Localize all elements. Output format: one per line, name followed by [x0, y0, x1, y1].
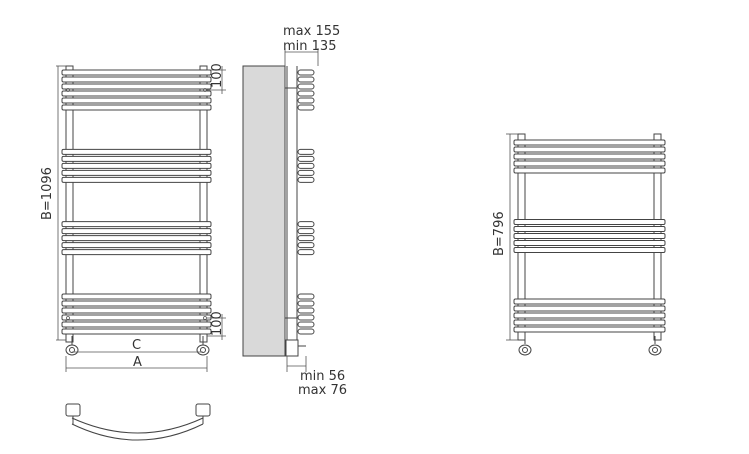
small-bar-12 — [513, 312, 666, 319]
side-view — [242, 65, 315, 357]
side-bar-5 — [297, 104, 315, 111]
left-collector — [65, 65, 74, 343]
front-bar-3 — [61, 90, 212, 97]
side-bar-4 — [297, 97, 315, 104]
small-bar-stack — [513, 139, 666, 333]
side-bar-profiles — [297, 69, 315, 335]
top-view-curved — [65, 403, 211, 441]
front-bar-5 — [61, 104, 212, 111]
front-bar-stack — [61, 69, 212, 335]
bottom-spacing-dimension: 100 — [207, 311, 226, 340]
front-bar-18 — [61, 307, 212, 314]
left-valve — [65, 336, 79, 356]
small-bar-1 — [513, 146, 666, 153]
wall-max-label: max 76 — [298, 383, 347, 398]
front-bar-8 — [61, 162, 212, 169]
wall — [242, 65, 286, 357]
side-bar-17 — [297, 300, 315, 307]
small-bar-7 — [513, 233, 666, 239]
top-spacing-dimension: 100 — [207, 63, 226, 94]
front-bar-14 — [61, 242, 212, 249]
front-bar-7 — [61, 155, 212, 162]
depth-min-label: min 135 — [283, 39, 336, 54]
front-bar-11 — [61, 221, 212, 228]
height-dimension-large: B=1096 — [40, 65, 66, 341]
height-dimension-small: B=796 — [492, 133, 518, 341]
side-bar-13 — [297, 235, 315, 242]
small-bar-11 — [513, 305, 666, 312]
small-bar-10 — [513, 298, 666, 305]
small-bar-9 — [513, 247, 666, 253]
top-spacing-label: 100 — [210, 63, 225, 88]
height-label-large: B=1096 — [40, 167, 55, 220]
front-bar-20 — [61, 321, 212, 328]
side-bar-3 — [297, 90, 315, 97]
small-left-valve — [518, 336, 532, 356]
connection-width-label: C — [132, 338, 141, 353]
small-bar-6 — [513, 226, 666, 232]
wall-distance-dimension: min 56 max 76 — [286, 356, 347, 398]
front-bar-13 — [61, 235, 212, 242]
depth-dimension: max 155 min 135 — [283, 24, 340, 66]
front-bar-16 — [61, 293, 212, 300]
side-bar-1 — [297, 76, 315, 83]
small-bar-2 — [513, 153, 666, 160]
side-bar-9 — [297, 169, 315, 176]
side-bar-7 — [297, 155, 315, 162]
height-label-small: B=796 — [492, 211, 507, 256]
front-bar-9 — [61, 169, 212, 176]
side-bar-16 — [297, 293, 315, 300]
small-bar-13 — [513, 319, 666, 326]
side-bar-14 — [297, 242, 315, 249]
depth-max-label: max 155 — [283, 24, 340, 39]
side-bar-6 — [297, 148, 315, 155]
small-bar-8 — [513, 240, 666, 246]
front-bar-10 — [61, 176, 212, 183]
bottom-spacing-label: 100 — [210, 311, 225, 336]
small-right-valve — [648, 336, 662, 356]
front-bar-6 — [61, 148, 212, 155]
wall-min-label: min 56 — [300, 369, 345, 384]
front-bar-15 — [61, 249, 212, 256]
side-bar-11 — [297, 221, 315, 228]
small-bar-5 — [513, 219, 666, 225]
small-bar-3 — [513, 160, 666, 167]
small-bar-0 — [513, 139, 666, 146]
side-bar-0 — [297, 69, 315, 76]
front-bar-4 — [61, 97, 212, 104]
side-bar-20 — [297, 321, 315, 328]
side-bar-8 — [297, 162, 315, 169]
right-valve — [196, 336, 210, 356]
side-bar-15 — [297, 249, 315, 256]
side-bar-2 — [297, 83, 315, 90]
width-dimensions: C A — [65, 338, 208, 372]
side-bar-18 — [297, 307, 315, 314]
front-bar-2 — [61, 83, 212, 90]
small-front-view-radiator — [513, 133, 666, 356]
front-view-radiator — [61, 65, 212, 356]
front-bar-17 — [61, 300, 212, 307]
front-bar-19 — [61, 314, 212, 321]
side-bar-12 — [297, 228, 315, 235]
front-bar-12 — [61, 228, 212, 235]
side-valve — [285, 339, 299, 357]
small-bar-4 — [513, 167, 666, 174]
front-bar-21 — [61, 328, 212, 335]
side-bar-21 — [297, 328, 315, 335]
front-bar-1 — [61, 76, 212, 83]
small-bar-14 — [513, 326, 666, 333]
front-bar-0 — [61, 69, 212, 76]
side-bar-10 — [297, 176, 315, 183]
total-width-label: A — [133, 355, 142, 370]
side-bar-19 — [297, 314, 315, 321]
